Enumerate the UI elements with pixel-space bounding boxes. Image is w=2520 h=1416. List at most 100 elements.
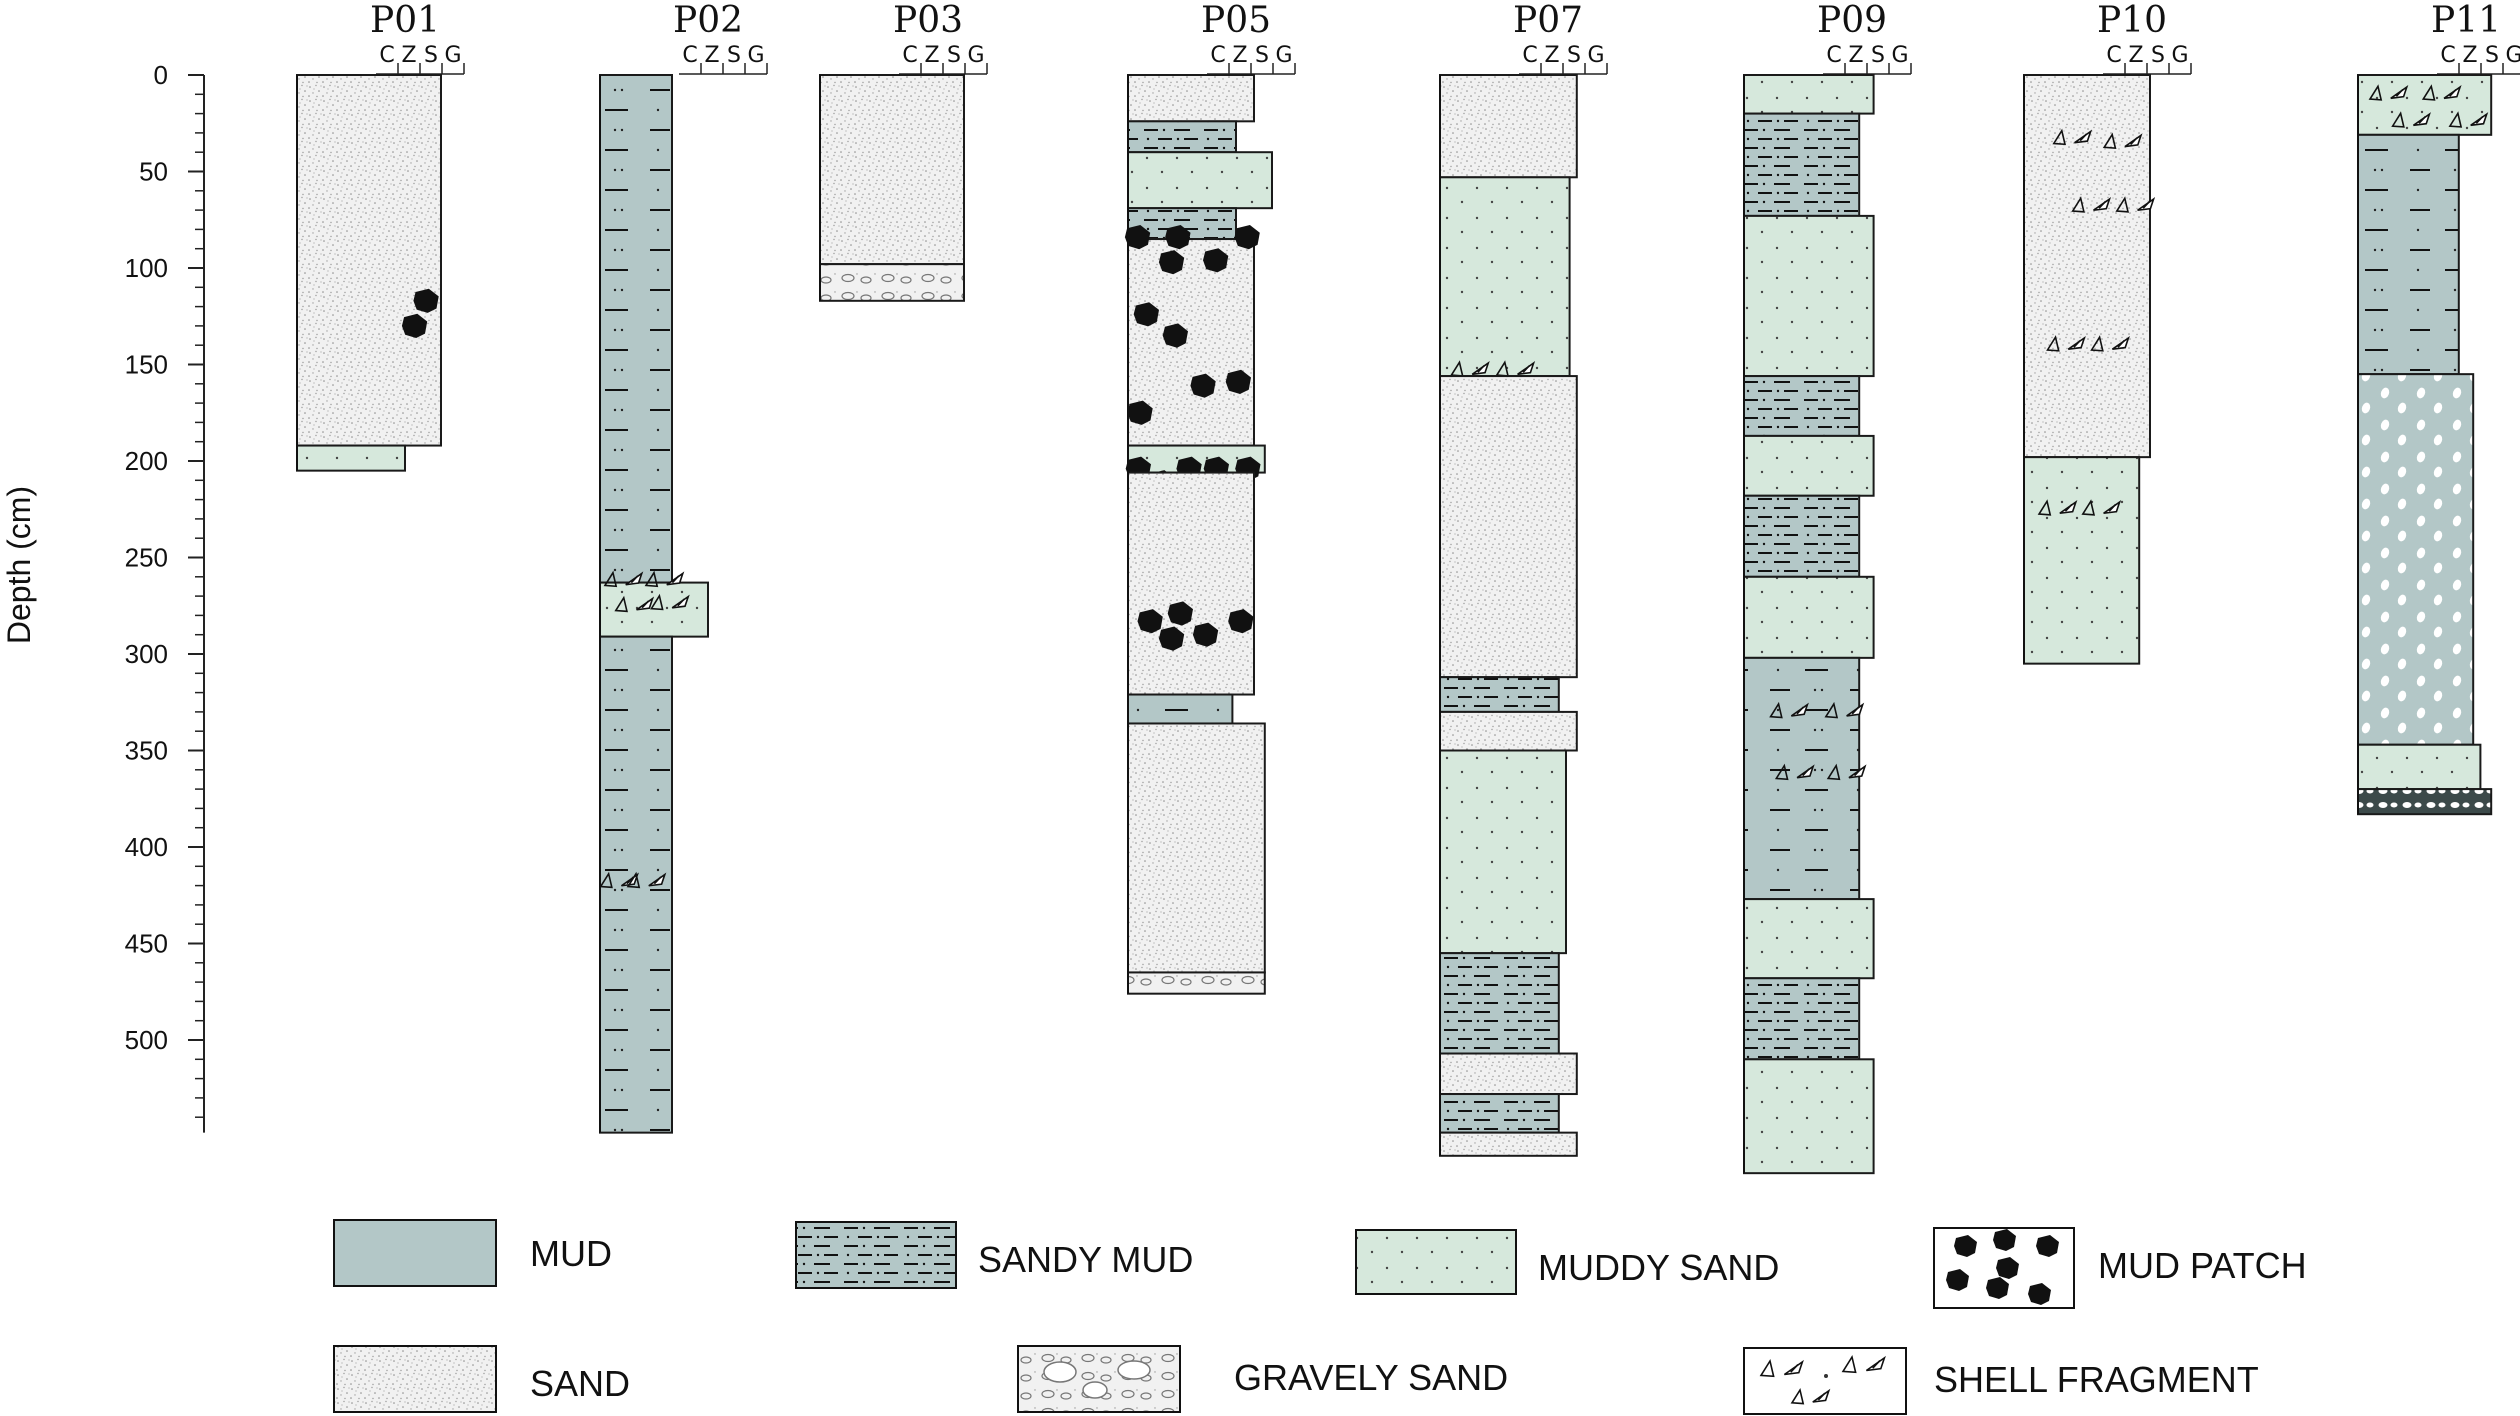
shell-fragment: [1769, 701, 1783, 719]
core-layers: [1439, 74, 1578, 1157]
gravel-clast: [1082, 1381, 1108, 1399]
layer-mud: [1127, 693, 1234, 725]
legend-swatch: [1743, 1347, 1907, 1415]
shell-hatch: [677, 598, 685, 607]
shell-fragment: [2037, 499, 2052, 516]
depth-tick-label: 100: [125, 253, 168, 283]
layer-mud: [1743, 656, 1861, 901]
legend-item-sandy-mud: SANDY MUD: [795, 1221, 1193, 1289]
shell-hatch: [2142, 200, 2151, 209]
mud-patch: [1192, 622, 1219, 647]
grain-size-label: C: [2440, 43, 2455, 68]
grain-size-label: Z: [704, 43, 719, 68]
grain-size-label: G: [967, 43, 984, 68]
grain-size-label: C: [1522, 43, 1537, 68]
shell-hatch: [2395, 88, 2404, 97]
grain-size-label: G: [2171, 43, 2188, 68]
layer-muddy-sand: [1743, 575, 1875, 659]
legend-item-mud: MUD: [333, 1219, 612, 1287]
grain-size-label: S: [1871, 43, 1885, 68]
shell-fragment: [1774, 763, 1789, 781]
depth-tick-label: 300: [125, 639, 168, 669]
legend-item-mud-patch: MUD PATCH: [1933, 1227, 2307, 1309]
depth-tick-label: 450: [125, 929, 168, 959]
legend-swatch: [333, 1345, 497, 1413]
shell-hatch: [1872, 1360, 1881, 1369]
mud-patch: [1986, 1277, 2009, 1299]
grain-size-label: G: [1275, 43, 1292, 68]
legend-label: SAND: [530, 1363, 630, 1404]
mud-patch: [1203, 248, 1229, 273]
grain-size-label: Z: [401, 43, 416, 68]
core-layers: [2023, 74, 2156, 665]
depth-tick-label: 200: [125, 446, 168, 476]
shell-hatch: [1790, 1364, 1799, 1373]
core-layers: [599, 74, 709, 1134]
layer-sandy-mud: [1439, 1093, 1560, 1134]
layer-sandy-mud: [1743, 494, 1861, 578]
layer-muddy-sand: [1127, 151, 1273, 210]
grain-size-label: Z: [1544, 43, 1559, 68]
shell-hatch: [1817, 1392, 1826, 1401]
layer-sand: [2023, 74, 2151, 459]
layer-sand: [1439, 74, 1578, 179]
grain-size-label: G: [2505, 43, 2520, 68]
shell-hatch: [2130, 137, 2138, 146]
grain-size-label: Z: [1232, 43, 1247, 68]
mud-patch: [1124, 225, 1151, 250]
layer-sand: [1439, 1052, 1578, 1096]
grain-size-label: G: [1891, 43, 1908, 68]
shell-fragment: [2421, 84, 2436, 101]
gravel-clast: [1117, 1360, 1151, 1380]
layer-sandy-mud: [1127, 120, 1237, 154]
mud-patch: [401, 313, 428, 338]
shell-hatch: [1853, 768, 1862, 777]
depth-tick-label: 0: [154, 60, 168, 90]
shell-fragment: [2071, 196, 2085, 213]
grain-size-label: C: [902, 43, 917, 68]
grain-size-label: G: [444, 43, 461, 68]
layer-muddy-sand: [1439, 749, 1567, 955]
layer-muddy-sand: [296, 444, 406, 472]
legend-label: MUD: [530, 1233, 612, 1274]
grain-size-label: Z: [2128, 43, 2143, 68]
layer-sand: [1439, 1131, 1578, 1157]
mud-patch: [1190, 373, 1216, 398]
shell-hatch: [630, 575, 639, 584]
layer-muddy-sand: [2023, 456, 2141, 665]
legend-item-muddy-sand: MUDDY SAND: [1355, 1229, 1779, 1295]
legend-label: MUDDY SAND: [1538, 1247, 1779, 1288]
layer-sandy-mud: [1439, 952, 1560, 1055]
layer-gravelly-sand: [2357, 788, 2493, 816]
layer-muddy-sand: [1743, 74, 1875, 115]
layer-muddy-sand: [1743, 434, 1875, 497]
shell-fragment: [1841, 1354, 1857, 1374]
core-layers: [296, 74, 442, 472]
depth-tick-label: 500: [125, 1025, 168, 1055]
legend-swatch: [333, 1219, 497, 1287]
legend-swatch: [795, 1221, 957, 1289]
shell-fragment: [2102, 132, 2117, 150]
mud-patch: [413, 288, 439, 313]
shell-fragment: [2046, 335, 2060, 352]
layer-gravelly-sand: [819, 263, 965, 302]
grain-size-label: Z: [1848, 43, 1863, 68]
shell-fragment: [2448, 111, 2463, 128]
shell-hatch: [2079, 133, 2088, 142]
legend-swatch: [1017, 1345, 1181, 1413]
core-layers: [1743, 74, 1875, 1175]
grain-size-label: G: [1587, 43, 1604, 68]
shell-fragment: [2052, 128, 2067, 146]
depth-tick-label: 400: [125, 832, 168, 862]
mud-patch: [1228, 609, 1254, 634]
shell-hatch: [2475, 115, 2484, 124]
layer-sand: [1439, 710, 1578, 752]
grain-size-label: S: [947, 43, 961, 68]
layer-muddy-sand: [2357, 743, 2482, 791]
grain-size-label: C: [1826, 43, 1841, 68]
mud-patch: [1158, 250, 1185, 275]
